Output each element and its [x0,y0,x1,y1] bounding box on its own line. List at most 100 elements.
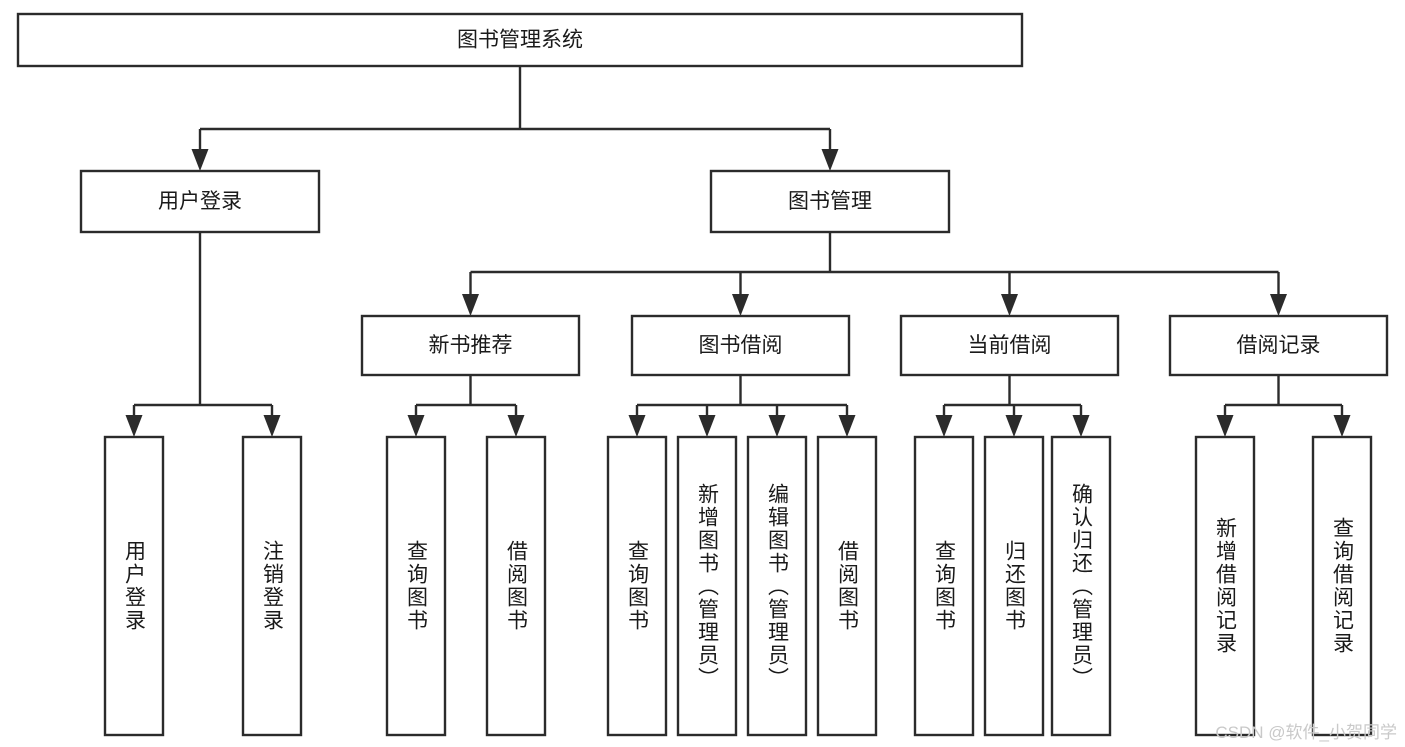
node-label-leaf-add-record: 新增借阅记录 [1213,517,1237,655]
node-label-wrap-leaf-add-book: 新增图书（管理员） [695,482,719,690]
node-label-leaf-user-login: 用户登录 [122,540,146,632]
arrow-head-icon [1001,294,1018,316]
node-borrow-record[interactable]: 借阅记录 [1168,314,1389,377]
node-leaf-borrow-book-1[interactable]: 借阅图书 [485,435,547,737]
node-label-leaf-borrow-book-2: 借阅图书 [835,540,859,632]
arrow-head-icon [768,415,786,437]
node-book-manage[interactable]: 图书管理 [709,169,951,234]
node-box-leaf-add-book[interactable] [676,435,738,737]
node-label-leaf-confirm-return: 确认归还（管理员） [1069,482,1093,690]
node-label-new-book-rec: 新书推荐 [429,334,513,357]
arrow-head-icon [838,415,856,437]
node-label-wrap-leaf-query-book-1: 查询图书 [404,540,428,632]
node-label-wrap-leaf-query-book-2: 查询图书 [625,540,649,632]
node-box-user-login[interactable] [79,169,321,234]
arrow-head-icon [125,415,143,437]
arrow-head-icon [1072,415,1090,437]
connector-group-book-manage [462,232,1287,316]
node-box-leaf-edit-book[interactable] [746,435,808,737]
arrow-head-icon [462,294,479,316]
node-box-borrow-record[interactable] [1168,314,1389,377]
node-leaf-query-book-3[interactable]: 查询图书 [913,435,975,737]
node-box-leaf-borrow-book-1[interactable] [485,435,547,737]
node-label-leaf-borrow-book-1: 借阅图书 [504,540,528,632]
node-leaf-return-book[interactable]: 归还图书 [983,435,1045,737]
node-leaf-logout[interactable]: 注销登录 [241,435,303,737]
node-label-borrow-record: 借阅记录 [1237,334,1321,357]
node-box-book-manage[interactable] [709,169,951,234]
node-label-book-borrow: 图书借阅 [699,334,783,357]
arrow-head-icon [935,415,953,437]
node-root[interactable]: 图书管理系统 [16,12,1024,68]
connector-group-book-borrow [628,375,856,437]
node-label-wrap-leaf-borrow-book-1: 借阅图书 [504,540,528,632]
node-label-leaf-query-record: 查询借阅记录 [1330,517,1354,655]
arrow-head-icon [821,149,839,171]
node-label-user-login: 用户登录 [158,190,242,213]
node-label-leaf-query-book-3: 查询图书 [932,540,956,632]
node-label-leaf-query-book-1: 查询图书 [404,540,428,632]
node-box-leaf-query-book-3[interactable] [913,435,975,737]
node-label-book-manage: 图书管理 [788,190,872,213]
node-layer: 图书管理系统用户登录图书管理新书推荐图书借阅当前借阅借阅记录用户登录注销登录查询… [16,12,1389,737]
arrow-head-icon [191,149,209,171]
node-leaf-borrow-book-2[interactable]: 借阅图书 [816,435,878,737]
node-box-leaf-add-record[interactable] [1194,435,1256,737]
node-label-wrap-leaf-edit-book: 编辑图书（管理员） [765,482,789,690]
connector-group-current-borrow [935,375,1090,437]
node-current-borrow[interactable]: 当前借阅 [899,314,1120,377]
node-leaf-confirm-return[interactable]: 确认归还（管理员） [1050,435,1112,737]
connector-group-user-login [125,232,281,437]
node-new-book-rec[interactable]: 新书推荐 [360,314,581,377]
watermark-text: CSDN @软件_小贺同学 [1215,723,1397,742]
node-box-leaf-confirm-return[interactable] [1050,435,1112,737]
node-box-root[interactable] [16,12,1024,68]
node-box-leaf-logout[interactable] [241,435,303,737]
node-box-leaf-user-login[interactable] [103,435,165,737]
node-label-leaf-add-book: 新增图书（管理员） [695,482,719,690]
node-book-borrow[interactable]: 图书借阅 [630,314,851,377]
node-label-wrap-leaf-add-record: 新增借阅记录 [1213,517,1237,655]
arrow-head-icon [1216,415,1234,437]
node-label-wrap-leaf-confirm-return: 确认归还（管理员） [1069,482,1093,690]
node-label-wrap-leaf-return-book: 归还图书 [1003,540,1026,632]
arrow-head-icon [1005,415,1023,437]
arrow-head-icon [1333,415,1351,437]
node-label-current-borrow: 当前借阅 [968,334,1052,357]
arrow-head-icon [263,415,281,437]
node-box-leaf-query-book-2[interactable] [606,435,668,737]
arrow-head-icon [507,415,525,437]
node-label-wrap-leaf-query-record: 查询借阅记录 [1330,517,1354,655]
node-leaf-edit-book[interactable]: 编辑图书（管理员） [746,435,808,737]
node-box-book-borrow[interactable] [630,314,851,377]
node-box-current-borrow[interactable] [899,314,1120,377]
node-box-leaf-borrow-book-2[interactable] [816,435,878,737]
connector-group-root [191,66,839,171]
node-box-leaf-return-book[interactable] [983,435,1045,737]
node-leaf-add-book[interactable]: 新增图书（管理员） [676,435,738,737]
arrow-head-icon [732,294,749,316]
node-box-new-book-rec[interactable] [360,314,581,377]
node-label-wrap-leaf-query-book-3: 查询图书 [932,540,956,632]
connector-layer [125,66,1351,437]
connector-group-borrow-record [1216,375,1351,437]
node-label-root: 图书管理系统 [457,29,583,52]
arrow-head-icon [698,415,716,437]
node-user-login[interactable]: 用户登录 [79,169,321,234]
arrow-head-icon [628,415,646,437]
node-label-wrap-leaf-logout: 注销登录 [260,540,284,632]
node-label-leaf-logout: 注销登录 [260,540,284,632]
connector-group-new-book-rec [407,375,525,437]
node-label-leaf-edit-book: 编辑图书（管理员） [765,482,789,690]
arrow-head-icon [407,415,425,437]
node-leaf-query-record[interactable]: 查询借阅记录 [1311,435,1373,737]
node-leaf-user-login[interactable]: 用户登录 [103,435,165,737]
node-box-leaf-query-book-1[interactable] [385,435,447,737]
node-leaf-add-record[interactable]: 新增借阅记录 [1194,435,1256,737]
node-label-leaf-query-book-2: 查询图书 [625,540,649,632]
node-leaf-query-book-1[interactable]: 查询图书 [385,435,447,737]
node-label-wrap-leaf-borrow-book-2: 借阅图书 [835,540,859,632]
node-box-leaf-query-record[interactable] [1311,435,1373,737]
node-leaf-query-book-2[interactable]: 查询图书 [606,435,668,737]
